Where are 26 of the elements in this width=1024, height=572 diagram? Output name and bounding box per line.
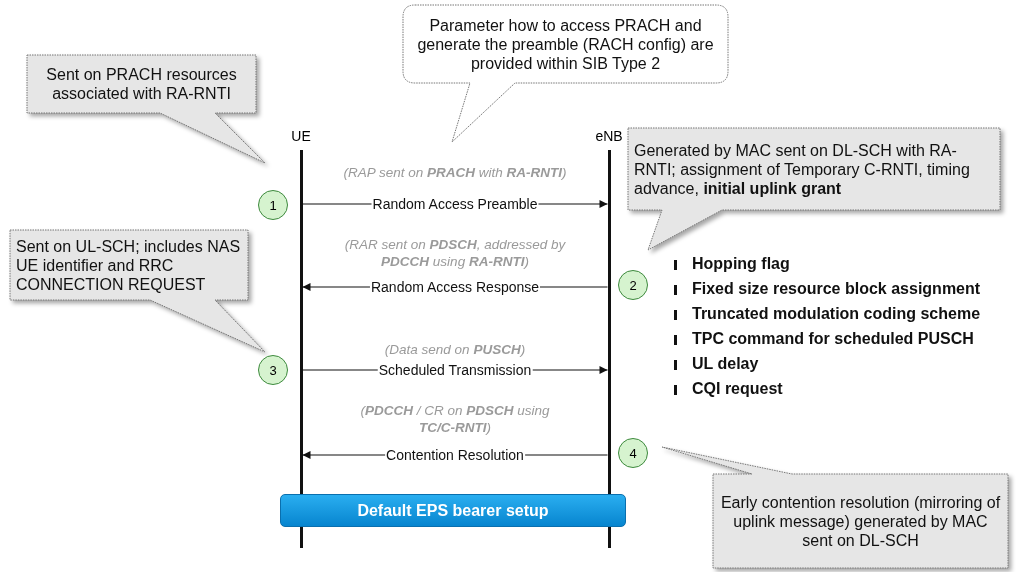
step-number: 4 [618, 438, 648, 468]
list-item: Truncated modulation coding scheme [672, 305, 981, 323]
list-item: TPC command for scheduled PUSCH [672, 330, 974, 348]
phase-bar: Default EPS bearer setup [280, 494, 626, 527]
message-label: Contention Resolution [385, 447, 525, 463]
lifeline-label: UE [290, 128, 312, 144]
message-label: Random Access Response [369, 279, 541, 295]
channel-note: (RAP sent on PRACH with RA-RNTI) [342, 164, 568, 181]
message-label: Random Access Preamble [371, 196, 539, 212]
callout-text: Sent on PRACH resources associated with RA-RNTI [45, 65, 238, 103]
channel-note: (RAR sent on PDSCH, addressed by PDCCH using RA-RNTI) [343, 236, 567, 270]
list-item: CQI request [672, 380, 783, 398]
callout-text: Early contention resolution (mirroring of uplink message) generated by MAC sent on DL-SCH [719, 492, 1002, 550]
list-item: UL delay [672, 355, 759, 373]
lifeline-label: eNB [594, 128, 624, 144]
callout-text: Generated by MAC sent on DL-SCH with RA-RNTI; assignment of Temporary C-RNTI, timing advance, initial uplink grant [634, 140, 971, 198]
callout-text: Parameter how to access PRACH and generate the preamble (RACH config) are provided within SIB Type 2 [416, 15, 715, 73]
step-number: 1 [258, 190, 288, 220]
step-number: 2 [618, 270, 648, 300]
list-item: Fixed size resource block assignment [672, 280, 981, 298]
channel-note: (PDCCH / CR on PDSCH using TC/C-RNTI) [359, 402, 551, 436]
step-number: 3 [258, 355, 288, 385]
message-label: Scheduled Transmission [377, 362, 533, 378]
callout-text: Sent on UL-SCH; includes NAS UE identifier and RRC CONNECTION REQUEST [16, 236, 242, 294]
channel-note: (Data send on PUSCH) [383, 341, 527, 358]
list-item: Hopping flag [672, 255, 790, 273]
